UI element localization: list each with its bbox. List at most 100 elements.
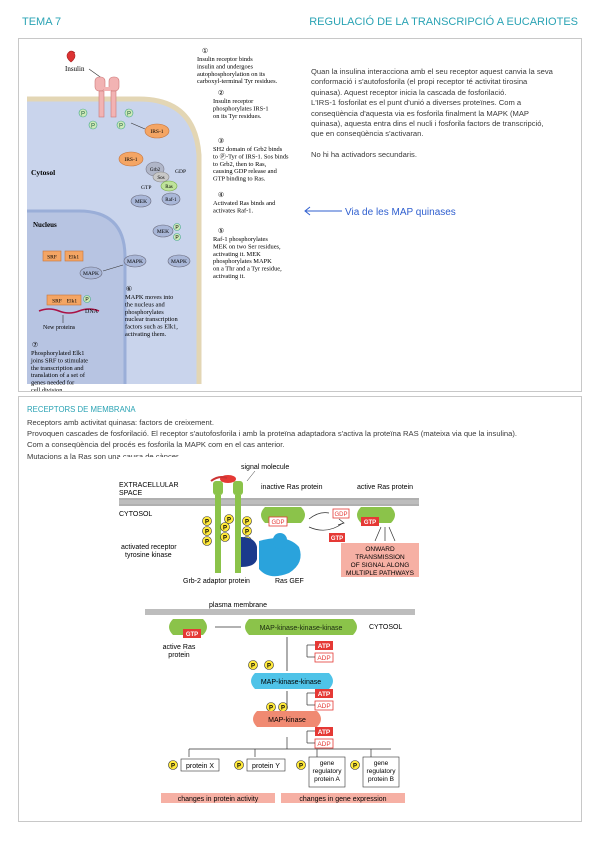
- svg-text:ONWARD: ONWARD: [365, 546, 395, 553]
- membrane-band: [119, 498, 419, 506]
- mkkk-protein: [245, 619, 357, 635]
- svg-text:changes in protein activity: changes in protein activity: [178, 796, 259, 803]
- svg-text:GTP: GTP: [364, 520, 376, 526]
- chapter-label: TEMA 7: [22, 16, 62, 28]
- svg-text:MAP-kinase: MAP-kinase: [268, 717, 306, 724]
- phosphate-icon: P: [78, 108, 88, 118]
- cytosol-label: Cytosol: [31, 168, 55, 177]
- mek-protein: [152, 224, 174, 238]
- srf-protein: [42, 250, 62, 262]
- svg-text:active Ras: active Ras: [163, 644, 196, 651]
- phosphate-icon: P: [205, 530, 209, 536]
- step-text: SH2 domain of Grb2 binds: [213, 146, 283, 153]
- svg-text:SPACE: SPACE: [119, 490, 143, 497]
- svg-text:P: P: [127, 112, 131, 118]
- step-text: insulin and undergoes: [197, 63, 253, 70]
- phosphate-icon: P: [124, 108, 134, 118]
- step-number: ⑥: [126, 285, 132, 293]
- insulin-receptor: [94, 76, 120, 118]
- phosphate-icon: P: [83, 295, 91, 303]
- insulin-signaling-figure: Insulin P P P P IRS-1: [19, 39, 297, 391]
- step-text: on its Tyr residues.: [213, 113, 262, 120]
- changes-activity-box: [161, 793, 275, 803]
- step-text: nuclear transcription: [125, 316, 179, 323]
- step-text: Phosphorylated Elk1: [31, 350, 84, 357]
- onward-transmission-box: [341, 543, 419, 577]
- step-text: Activated Ras binds and: [213, 200, 276, 207]
- svg-text:CYTOSOL: CYTOSOL: [369, 624, 402, 631]
- phosphate-icon: P: [299, 764, 303, 770]
- phosphate-icon: P: [171, 764, 175, 770]
- svg-text:changes in gene expression: changes in gene expression: [299, 796, 386, 803]
- insulin-icon: [66, 50, 76, 63]
- svg-text:MEK: MEK: [135, 199, 147, 205]
- step-text: translation of a set of: [31, 372, 86, 379]
- svg-text:Sos: Sos: [157, 176, 164, 181]
- step-text: to Ⓟ-Tyr of IRS-1. Sos binds: [213, 152, 289, 160]
- step-text: MAPK moves into: [125, 294, 173, 301]
- svg-text:GTP: GTP: [186, 632, 198, 638]
- step-number: ⑤: [218, 227, 224, 235]
- irs1-label: IRS-1: [124, 157, 137, 163]
- svg-text:Grb2: Grb2: [150, 168, 161, 173]
- map-kinase-annotation: Via de les MAP quinases: [345, 207, 456, 218]
- adp-label: ADP: [317, 741, 330, 748]
- page-header: TEMA 7 REGULACIÓ DE LA TRANSCRIPCIÓ A EU…: [22, 16, 578, 30]
- irs1-label: IRS-1: [150, 129, 163, 135]
- phosphate-icon: P: [223, 536, 227, 542]
- section-text: Receptors amb activitat quinasa: factors…: [27, 418, 518, 461]
- new-proteins-label: New proteins: [43, 325, 76, 331]
- phosphate-icon: P: [223, 526, 227, 532]
- left-arrow-icon: [304, 206, 342, 216]
- phosphate-icon: P: [353, 764, 357, 770]
- protein-label: protein X: [186, 763, 214, 770]
- step-text: GTP binding to Ras.: [213, 176, 266, 183]
- step-number: ②: [218, 89, 224, 97]
- svg-text:MAPK: MAPK: [171, 259, 187, 265]
- irs1-protein: [144, 123, 170, 139]
- step-text: Insulin receptor: [213, 98, 254, 105]
- phosphate-icon: P: [173, 233, 181, 241]
- svg-text:P: P: [91, 124, 95, 130]
- phosphate-icon: P: [267, 664, 271, 670]
- gdp-label: GDP: [175, 169, 186, 175]
- section-title: RECEPTORS DE MEMBRANA: [27, 405, 136, 414]
- step-text: factors such as Elk1,: [125, 324, 178, 331]
- mapk-protein: [123, 254, 147, 268]
- phosphate-icon: P: [88, 120, 98, 130]
- step-text: the transcription and: [31, 365, 84, 372]
- adp-label: ADP: [317, 655, 330, 662]
- phosphate-icon: P: [173, 223, 181, 231]
- map-kinase-cascade-figure: plasma membrane GTP active Ras protein M…: [145, 597, 415, 815]
- phosphate-icon: P: [227, 518, 231, 524]
- elk1-protein: [64, 250, 84, 262]
- irs1-protein: [118, 151, 144, 167]
- mapk-protein: [167, 254, 191, 268]
- svg-text:plasma membrane: plasma membrane: [209, 602, 267, 609]
- svg-text:GDP: GDP: [334, 512, 347, 518]
- step-text: causing GDP release and: [213, 168, 278, 175]
- rasgef-label: Ras GEF: [275, 578, 304, 585]
- svg-text:TRANSMISSION: TRANSMISSION: [355, 554, 405, 561]
- gtp-label: GTP: [141, 185, 151, 191]
- gene-label: regulatory: [313, 768, 343, 775]
- step-text: phosphorylates: [125, 309, 164, 316]
- svg-text:EXTRACELLULAR: EXTRACELLULAR: [119, 482, 179, 489]
- svg-text:SRF: SRF: [52, 299, 62, 305]
- step-number: ④: [218, 191, 224, 199]
- svg-text:P: P: [85, 297, 89, 303]
- protein-label: protein Y: [252, 763, 280, 770]
- receptor-label: activated receptor: [121, 544, 177, 551]
- chapter-title: REGULACIÓ DE LA TRANSCRIPCIÓ A EUCARIOTE…: [309, 16, 578, 28]
- step-text: the nucleus and: [125, 301, 166, 308]
- nucleus-label: Nucleus: [33, 221, 57, 229]
- mek-protein: [130, 194, 152, 208]
- sos-protein: [152, 171, 170, 183]
- step-text: genes needed for: [31, 380, 75, 387]
- phosphate-icon: P: [251, 664, 255, 670]
- insulin-section: Insulin P P P P IRS-1: [18, 38, 582, 392]
- svg-text:protein: protein: [168, 652, 190, 659]
- svg-text:MEK: MEK: [157, 229, 169, 235]
- phosphate-icon: P: [205, 540, 209, 546]
- atp-label: ATP: [318, 729, 331, 736]
